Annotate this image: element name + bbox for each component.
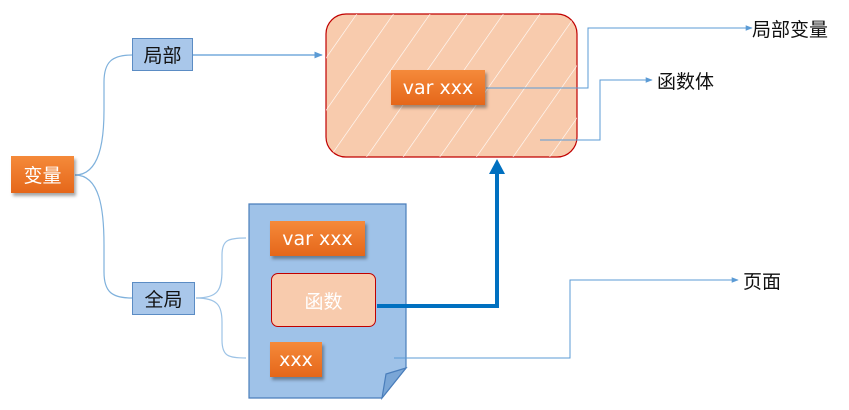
xxx-node: xxx: [270, 342, 322, 377]
tree-connector: [74, 174, 133, 299]
tree-connector: [74, 54, 133, 176]
local-node: 局部: [132, 38, 193, 71]
func-to-box-arrowhead: [489, 159, 505, 174]
func-to-box-arrow: [377, 172, 499, 308]
local-variable-label: 局部变量: [752, 18, 829, 41]
global-bracket: [195, 297, 247, 359]
function-var-node: var xxx: [391, 70, 485, 105]
local-var-connector: [486, 25, 753, 89]
function-body-label: 函数体: [657, 70, 715, 93]
page-connector: [394, 277, 739, 359]
func-body-connector: [540, 77, 653, 141]
function-node: 函数: [271, 273, 376, 327]
variable-node: 变量: [11, 156, 74, 193]
page-document-fold: [381, 366, 408, 401]
global-var-node: var xxx: [270, 221, 365, 256]
page-label: 页面: [743, 270, 782, 293]
global-bracket: [195, 237, 247, 299]
global-node: 全局: [132, 282, 195, 315]
